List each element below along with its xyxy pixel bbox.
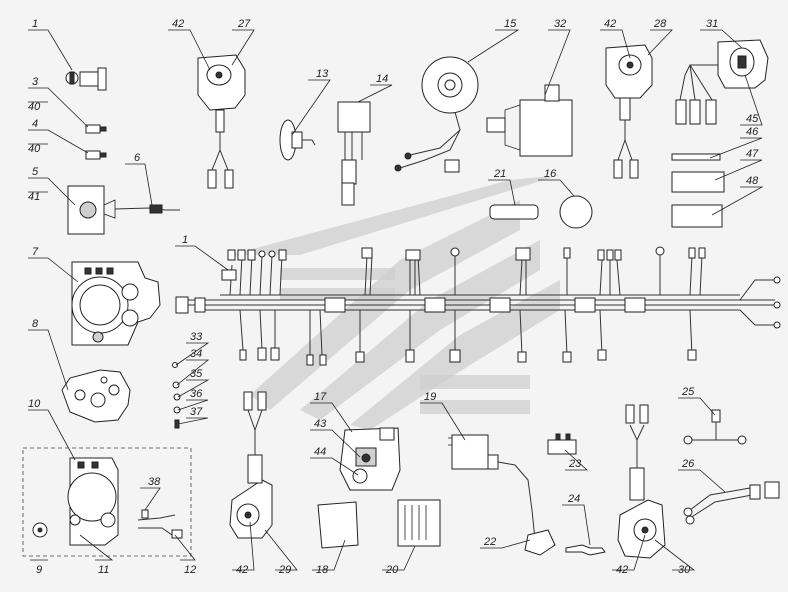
switch-housing <box>339 427 401 491</box>
part-label: 23 <box>568 458 582 470</box>
relay <box>337 101 371 206</box>
ground-leads <box>683 409 780 525</box>
part-numbers: 1 3 40 4 40 5 41 6 7 8 10 9 11 12 38 33 … <box>28 18 759 576</box>
ignition-switch <box>65 67 107 91</box>
headlamp-31 <box>675 39 769 125</box>
part-label: 42 <box>172 18 184 30</box>
part-label: 6 <box>134 152 141 164</box>
part-label: 13 <box>316 68 329 80</box>
part-label: 17 <box>314 391 327 403</box>
part-label: 16 <box>544 168 557 180</box>
part-label: 37 <box>190 406 203 418</box>
part-label: 45 <box>746 113 759 125</box>
fasteners <box>172 362 181 429</box>
part-label: 28 <box>653 18 667 30</box>
part-label: 15 <box>504 18 517 30</box>
part-label: 1 <box>182 234 188 246</box>
part-label: 42 <box>236 564 248 576</box>
part-label: 4 <box>32 118 38 130</box>
part-label: 44 <box>314 446 326 458</box>
part-label: 35 <box>190 368 203 380</box>
part-label: 29 <box>278 564 291 576</box>
sensor-unit <box>67 185 180 235</box>
part-label: 40 <box>28 143 41 155</box>
part-label: 9 <box>36 564 42 576</box>
part-label: 47 <box>746 148 759 160</box>
capacitor-and-disc <box>489 195 593 229</box>
part-label: 42 <box>616 564 628 576</box>
part-label: 10 <box>28 398 41 410</box>
spark-plug <box>565 544 606 556</box>
part-label: 48 <box>746 175 759 187</box>
part-label: 8 <box>32 318 39 330</box>
part-label: 30 <box>678 564 691 576</box>
part-label: 1 <box>32 18 38 30</box>
part-label: 27 <box>237 18 251 30</box>
part-label: 34 <box>190 348 202 360</box>
part-label: 25 <box>681 386 695 398</box>
part-label: 7 <box>32 246 39 258</box>
mounting-bracket <box>61 369 131 423</box>
starter-motor <box>486 84 573 157</box>
instrument-panel <box>71 261 161 346</box>
part-label: 5 <box>32 166 39 178</box>
part-label: 21 <box>493 168 506 180</box>
rear-lamp-27 <box>197 54 246 189</box>
panel-kit-box <box>22 447 192 557</box>
part-label: 11 <box>98 564 109 576</box>
part-label: 19 <box>424 391 436 403</box>
part-label: 12 <box>184 564 196 576</box>
part-label: 14 <box>376 73 388 85</box>
part-label: 3 <box>32 76 39 88</box>
main-harness <box>175 246 781 366</box>
part-label: 20 <box>385 564 399 576</box>
part-label: 26 <box>681 458 695 470</box>
rear-lamp-30 <box>617 404 666 559</box>
regulator <box>547 433 577 455</box>
part-label: 33 <box>190 331 203 343</box>
part-label: 31 <box>706 18 718 30</box>
covers <box>317 499 441 549</box>
part-label: 46 <box>746 126 759 138</box>
indicator-lamps <box>85 124 107 160</box>
magneto <box>394 56 479 173</box>
rear-lamp-28 <box>605 44 653 179</box>
part-label: 43 <box>314 418 327 430</box>
ignition-coil <box>448 434 556 556</box>
battery-and-fuse <box>671 153 725 228</box>
part-label: 38 <box>148 476 161 488</box>
horn <box>279 119 316 161</box>
rear-lamp-29 <box>229 391 273 539</box>
part-label: 36 <box>190 388 203 400</box>
part-label: 40 <box>28 101 41 113</box>
part-label: 42 <box>604 18 616 30</box>
leader-lines <box>28 29 764 571</box>
part-label: 24 <box>567 493 580 505</box>
part-label: 32 <box>554 18 566 30</box>
part-label: 41 <box>28 191 40 203</box>
part-label: 22 <box>483 536 496 548</box>
part-label: 18 <box>316 564 329 576</box>
